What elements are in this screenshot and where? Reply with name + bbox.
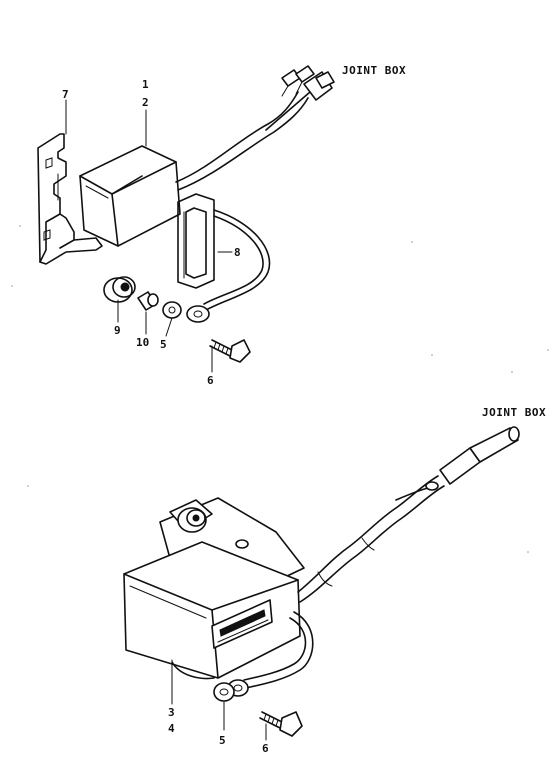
- callout-4: 4: [168, 722, 175, 735]
- callout-5-upper: 5: [160, 338, 167, 351]
- upper-assembly: JOINT BOX: [37, 64, 406, 387]
- mounting-bracket-part-7: [37, 133, 103, 265]
- joint-box-unit-part-3: [123, 497, 305, 680]
- lower-assembly: JOINT BOX: [123, 406, 546, 755]
- washer-part-5-upper: [162, 301, 182, 319]
- washer-part-5-lower: [213, 682, 235, 702]
- callout-5-lower: 5: [219, 734, 226, 747]
- bolt-part-6-lower: [259, 711, 303, 737]
- upper-joint-box-title: JOINT BOX: [342, 64, 406, 77]
- callout-1: 1: [142, 78, 149, 91]
- rubber-strap-part-8: [177, 193, 215, 289]
- callout-7: 7: [62, 88, 69, 101]
- bolt-part-6-upper: [209, 339, 251, 363]
- callout-8: 8: [234, 246, 241, 259]
- callout-9: 9: [114, 324, 121, 337]
- collar-part-10: [137, 291, 159, 311]
- wire-harness-lower: [297, 426, 520, 603]
- callout-6-lower: 6: [262, 742, 269, 755]
- callout-10: 10: [136, 336, 149, 349]
- callout-3: 3: [168, 706, 175, 719]
- callout-2: 2: [142, 96, 149, 109]
- ground-wire-upper: [186, 209, 271, 323]
- grommet-part-9: [103, 276, 136, 303]
- joint-box-unit-part-1: [79, 65, 335, 247]
- scan-specks: [11, 225, 549, 553]
- callout-6-upper: 6: [207, 374, 214, 387]
- lower-joint-box-title: JOINT BOX: [482, 406, 546, 419]
